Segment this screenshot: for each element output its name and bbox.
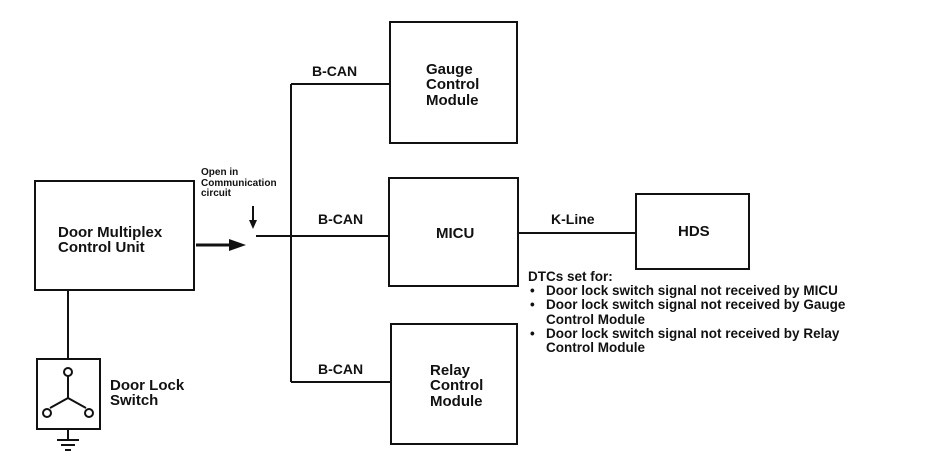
open-circuit-annotation: Open in Communication circuit — [201, 167, 277, 199]
switch-terminal-top — [63, 367, 73, 377]
gauge-control-module-label: Gauge Control Module — [426, 61, 480, 109]
k-line-label: K-Line — [551, 211, 595, 227]
hds-label: HDS — [678, 223, 710, 240]
dtc-items: Door lock switch signal not received by … — [528, 283, 845, 355]
signal-arrow-head — [229, 239, 246, 251]
dtc-item-micu: Door lock switch signal not received by … — [528, 283, 845, 298]
hds-box — [635, 193, 750, 270]
b-can-bottom-label: B-CAN — [318, 361, 364, 377]
dtc-list: DTCs set for: Door lock switch signal no… — [528, 269, 845, 355]
relay-control-module-box — [390, 323, 518, 445]
b-can-top-label: B-CAN — [312, 63, 358, 79]
door-multiplex-control-unit-box — [34, 180, 195, 291]
gauge-control-module-box — [389, 21, 518, 144]
switch-terminal-right — [84, 408, 94, 418]
dtc-title: DTCs set for: — [528, 269, 613, 284]
b-can-middle-label: B-CAN — [318, 211, 364, 227]
micu-label: MICU — [436, 225, 475, 242]
switch-contact-lines — [49, 376, 87, 409]
relay-control-module-label: Relay Control Module — [430, 362, 484, 410]
dtc-item-relay: Door lock switch signal not received by … — [528, 326, 845, 355]
open-circuit-pointer-head — [249, 220, 257, 229]
switch-terminal-left — [42, 408, 52, 418]
dtc-item-gauge: Door lock switch signal not received by … — [528, 298, 845, 327]
ground-symbol — [57, 429, 79, 451]
door-lock-switch-label: Door Lock Switch — [110, 377, 185, 410]
door-multiplex-control-unit-label: Door Multiplex Control Unit — [58, 224, 163, 257]
